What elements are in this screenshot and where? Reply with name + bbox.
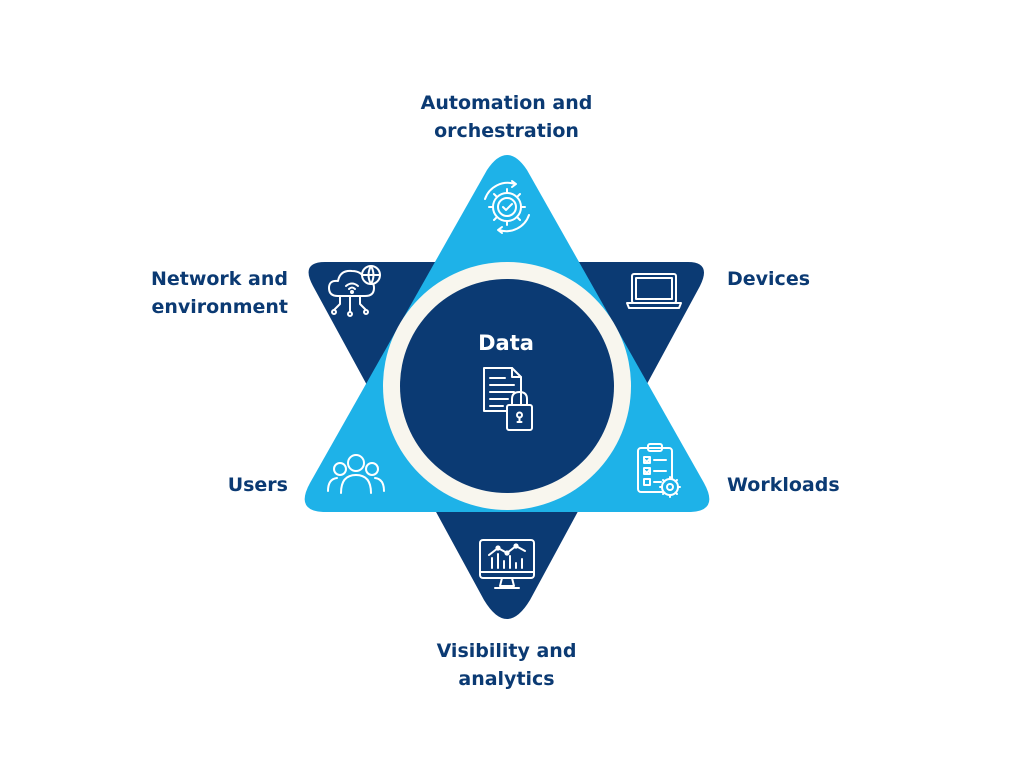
label-devices: Devices bbox=[727, 265, 927, 293]
monitor-chart-icon bbox=[479, 539, 535, 589]
label-line: Automation and bbox=[420, 92, 593, 114]
cloud-network-icon bbox=[328, 265, 381, 317]
label-users: Users bbox=[150, 471, 288, 499]
label-line: Users bbox=[227, 474, 288, 496]
label-line: Devices bbox=[727, 268, 811, 290]
document-lock-icon bbox=[483, 367, 533, 431]
clipboard-gear-icon bbox=[637, 443, 681, 498]
users-group-icon bbox=[327, 454, 385, 494]
gear-check-cycle-icon bbox=[484, 180, 530, 234]
label-line: environment bbox=[151, 296, 288, 318]
label-line: analytics bbox=[458, 668, 555, 690]
label-network-environment: Network and environment bbox=[100, 265, 288, 321]
laptop-icon bbox=[626, 273, 682, 309]
label-visibility-analytics: Visibility and analytics bbox=[404, 637, 609, 693]
label-line: Network and bbox=[150, 268, 288, 290]
center-title: Data bbox=[478, 331, 534, 355]
label-workloads: Workloads bbox=[727, 471, 927, 499]
label-line: Visibility and bbox=[436, 640, 577, 662]
label-automation-orchestration: Automation and orchestration bbox=[404, 89, 609, 145]
label-line: Workloads bbox=[727, 474, 840, 496]
label-line: orchestration bbox=[434, 120, 579, 142]
